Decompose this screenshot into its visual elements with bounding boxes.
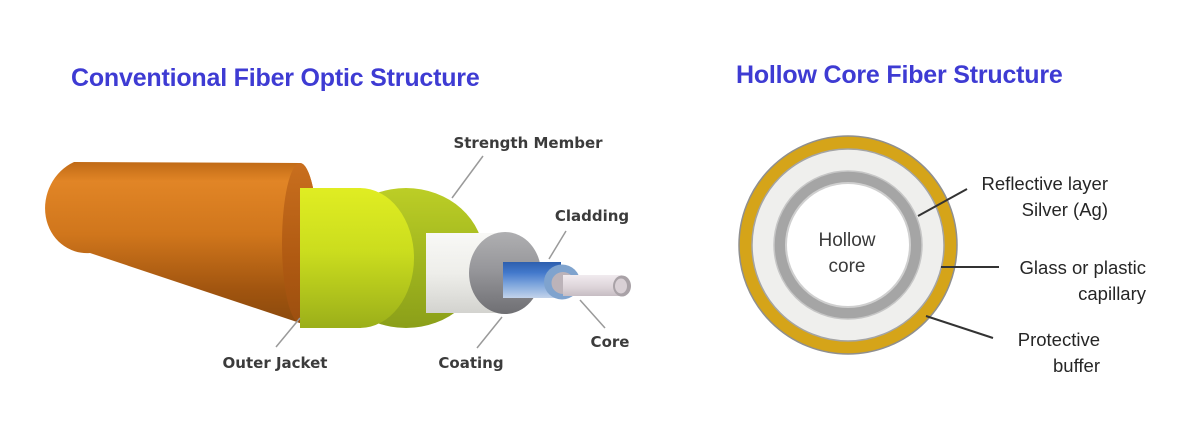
core-label: Core xyxy=(590,333,630,351)
reflective-layer-label: Reflective layer Silver (Ag) xyxy=(981,173,1108,220)
core-end-cap-inner xyxy=(615,278,627,294)
strength-member-leader-line xyxy=(451,155,484,199)
core-body xyxy=(563,275,622,296)
coating-leader-line xyxy=(476,316,503,349)
hollow-core-cross-section xyxy=(738,135,999,355)
protective-buffer-leader-line xyxy=(925,315,994,339)
hollow-core-area xyxy=(785,182,911,308)
cladding-leader-line xyxy=(548,230,567,260)
coating-label: Coating xyxy=(438,354,504,372)
conventional-cable-illustration xyxy=(45,155,631,349)
capillary-label: Glass or plastic capillary xyxy=(1019,257,1146,304)
outer-jacket-leader-line xyxy=(275,317,301,348)
cladding-label: Cladding xyxy=(554,207,630,225)
right-panel-title: Hollow Core Fiber Structure xyxy=(736,61,1063,89)
left-panel-title: Conventional Fiber Optic Structure xyxy=(71,64,480,92)
outer-jacket-body xyxy=(45,162,318,323)
reflective-layer-leader-line xyxy=(917,188,968,217)
hollow-core-label: Hollow core xyxy=(818,230,876,277)
core-leader-line xyxy=(579,299,606,329)
strength-member-face xyxy=(306,188,414,328)
protective-buffer-label: Protective buffer xyxy=(1017,329,1100,376)
outer-jacket-label: Outer Jacket xyxy=(222,354,328,372)
strength-member-label: Strength Member xyxy=(453,134,603,152)
